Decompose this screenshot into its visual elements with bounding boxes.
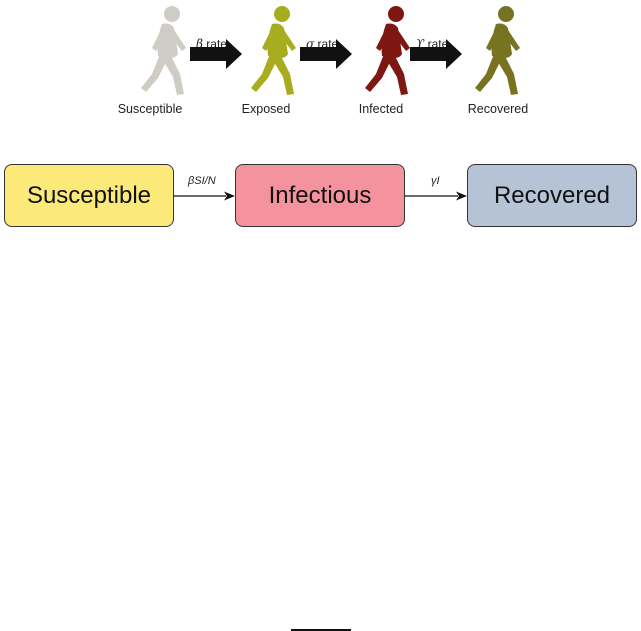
seir-diagram: Susceptible β rate Exposed σ rate Infect… [0,0,641,125]
compartment-infectious: Infectious [235,164,405,227]
walking-person-icon [132,4,196,100]
walking-person-icon [356,4,420,100]
stage-label-recovered: Recovered [467,102,529,116]
stage-label-exposed: Exposed [241,102,291,116]
walking-person-icon [466,4,530,100]
compartment-susceptible: Susceptible [4,164,174,227]
walking-person-icon [242,4,306,100]
flow-label-recovery: γI [431,175,440,187]
flow-label-infection: βSI/N [188,175,216,187]
transition-arrow-icon [190,36,244,72]
compartment-recovered: Recovered [467,164,637,227]
transition-arrow-icon [410,36,464,72]
stage-label-susceptible: Susceptible [117,102,183,116]
flow-arrow-icon [174,186,236,206]
divider [291,629,351,631]
stage-label-infected: Infected [358,102,404,116]
transition-arrow-icon [300,36,354,72]
flow-arrow-icon [405,186,468,206]
